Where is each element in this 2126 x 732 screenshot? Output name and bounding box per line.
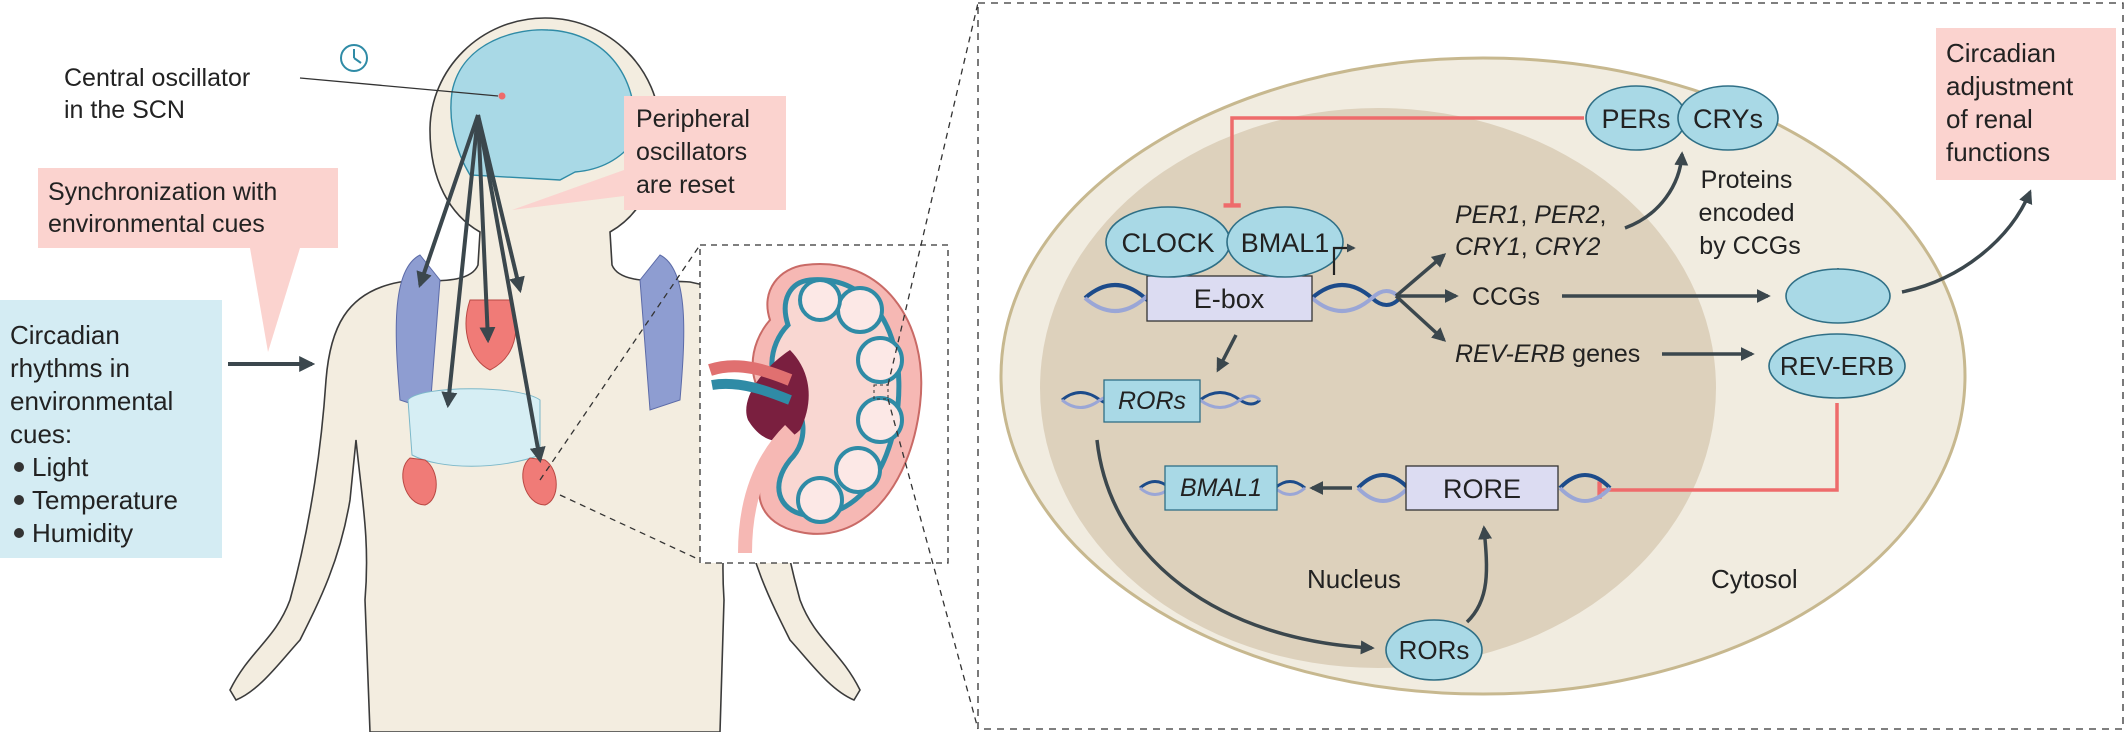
pers-label: PERs (1601, 104, 1670, 134)
reverb-protein-label: REV-ERB (1780, 351, 1894, 381)
left-lung (395, 254, 441, 411)
clock-label: CLOCK (1121, 228, 1214, 258)
pers-inhibition-line (1223, 116, 1584, 208)
peripheral-callout (624, 96, 786, 210)
scn-dot (498, 92, 506, 100)
brain-arrow-kidney (476, 114, 546, 464)
central-oscillator-leader (299, 77, 499, 97)
arrow-to-rors-protein (1095, 439, 1375, 655)
circadian-rhythms-box (0, 300, 222, 558)
rore-label: RORE (1443, 474, 1521, 504)
crys-label: CRYs (1693, 104, 1763, 134)
cue-humidity: Humidity (32, 518, 133, 548)
arrow-to-reverb-genes (1394, 294, 1447, 342)
brain-arrow-lung (416, 114, 480, 289)
bmal1-gene (1164, 465, 1278, 511)
peripheral-callout-tail (512, 170, 624, 210)
liver (407, 388, 541, 467)
cry-genes-label: CRY1, CRY2 (1455, 233, 1601, 261)
circadian-rhythms-label: Circadian rhythms in environmental cues: (10, 320, 181, 449)
nucleus-label: Nucleus (1307, 564, 1401, 594)
adjustment-callout (1936, 28, 2116, 180)
ccg-protein (1785, 268, 1891, 324)
bmal1-protein-label: BMAL1 (1241, 228, 1330, 258)
cue-temperature: Temperature (32, 485, 178, 515)
rors-gene (1103, 379, 1201, 423)
per-genes-label: PER1, PER2, (1455, 201, 1606, 229)
kidney-zoom-line-top (539, 244, 701, 481)
bmal1-protein (1226, 206, 1344, 278)
arrow-to-rors-gene (1216, 334, 1238, 373)
brain-arrow-heart (476, 114, 496, 344)
arrow-to-per-cry (1394, 253, 1447, 298)
proteins-encoded-label: Proteins encoded by CCGs (1699, 166, 1802, 260)
right-lung (639, 254, 685, 411)
kidney-zoom-line-bottom (559, 494, 701, 561)
arrow-to-pers-crys (1624, 151, 1689, 230)
arrow-to-rore (1465, 525, 1493, 624)
adjustment-label: Circadian adjustment of renal functions (1946, 38, 2080, 167)
ebox-element (1146, 275, 1313, 322)
arrow-to-adjustment (1901, 189, 2033, 294)
kidney-illustration (708, 262, 923, 554)
crys-protein (1677, 85, 1779, 151)
reverb-genes-label: REV-ERB genes (1455, 340, 1640, 368)
synchronization-callout (38, 168, 338, 248)
ccgs-label: CCGs (1472, 283, 1540, 311)
brain-arrow-liver (441, 114, 480, 409)
cue-list: Light Temperature Humidity (14, 452, 178, 548)
cytosol-label: Cytosol (1711, 564, 1798, 594)
right-kidney (522, 457, 557, 506)
reverb-inhibition-line (1597, 403, 1839, 499)
cell-zoom-line-bottom (887, 398, 979, 730)
rors-gene-label: RORs (1118, 387, 1186, 415)
synchronization-callout-tail (250, 248, 300, 352)
transcription-start-arrow (1332, 243, 1356, 275)
synchronization-label: Synchronization with environmental cues (48, 178, 284, 238)
rors-protein-label: RORs (1399, 635, 1470, 665)
cue-light: Light (32, 452, 89, 482)
left-kidney (402, 457, 437, 506)
peripheral-label: Peripheral oscillators are reset (636, 105, 757, 199)
central-oscillator-label: Central oscillator in the SCN (64, 64, 257, 124)
rors-protein (1385, 619, 1483, 681)
reverb-protein (1768, 333, 1906, 399)
ebox-label: E-box (1194, 284, 1265, 314)
rore-element (1405, 465, 1559, 511)
bmal1-gene-label: BMAL1 (1180, 474, 1262, 502)
clock-icon (340, 44, 368, 72)
